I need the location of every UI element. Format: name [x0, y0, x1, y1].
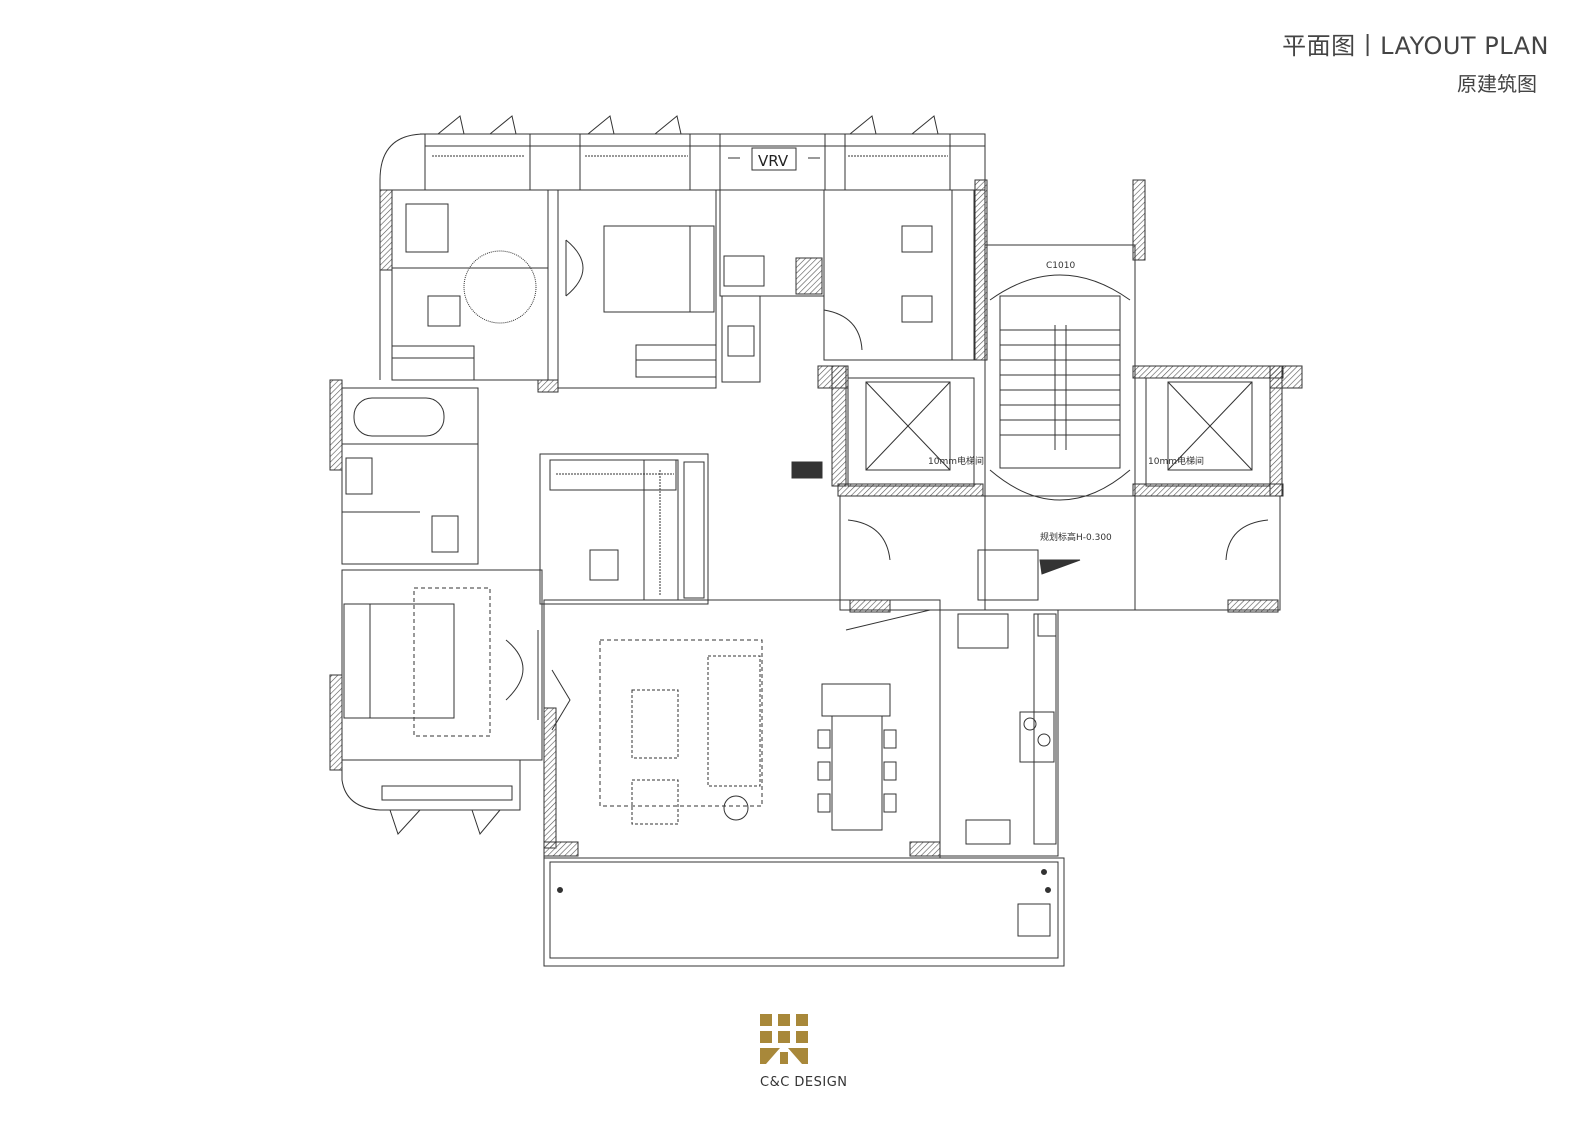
wall-hatch-6 — [543, 707, 557, 849]
elevator-left-label: 10mm电梯间 — [928, 455, 984, 467]
room-living-dining — [543, 599, 941, 859]
room-bedroom-2 — [557, 189, 717, 389]
room-master-bath — [341, 387, 479, 565]
elevator-right-label: 10mm电梯间 — [1148, 455, 1204, 467]
page-subtitle: 原建筑图 — [1457, 72, 1537, 96]
vrv-label: VRV — [758, 152, 789, 170]
wall-hatch-5 — [329, 674, 343, 771]
room-walk-in-closet — [539, 453, 709, 605]
brand-name: C&C DESIGN — [760, 1075, 848, 1090]
page-title: 平面图丨LAYOUT PLAN — [1282, 32, 1549, 60]
wall-hatch-9 — [831, 365, 847, 487]
wall-hatch-17 — [543, 841, 579, 857]
wall-hatch-1 — [379, 189, 393, 271]
elevator-lobby — [839, 495, 1281, 611]
wall-hatch-10 — [1132, 365, 1284, 379]
room-master-bedroom — [341, 569, 543, 761]
level-mark-label: 规划标高H-0.300 — [1040, 531, 1112, 543]
wall-hatch-4 — [329, 379, 343, 471]
wall-hatch-7 — [537, 379, 559, 393]
elevator-left — [847, 377, 975, 487]
wall-hatch-2 — [974, 179, 988, 361]
wall-hatch-12 — [1269, 365, 1283, 497]
vrv-box — [751, 147, 797, 171]
room-study — [391, 189, 549, 381]
elevator-right — [1145, 377, 1271, 487]
room-kitchen — [939, 609, 1059, 857]
brand-logo-icon — [760, 1014, 808, 1064]
wall-hatch-16 — [1227, 599, 1279, 613]
stair-core — [984, 244, 1136, 611]
top-balcony — [424, 133, 986, 191]
wall-hatch-18 — [909, 841, 941, 857]
wall-hatch-19 — [791, 461, 823, 479]
wall-hatch-3 — [1132, 179, 1146, 261]
stair-label: C1010 — [1046, 261, 1075, 271]
bottom-balcony — [543, 857, 1065, 967]
